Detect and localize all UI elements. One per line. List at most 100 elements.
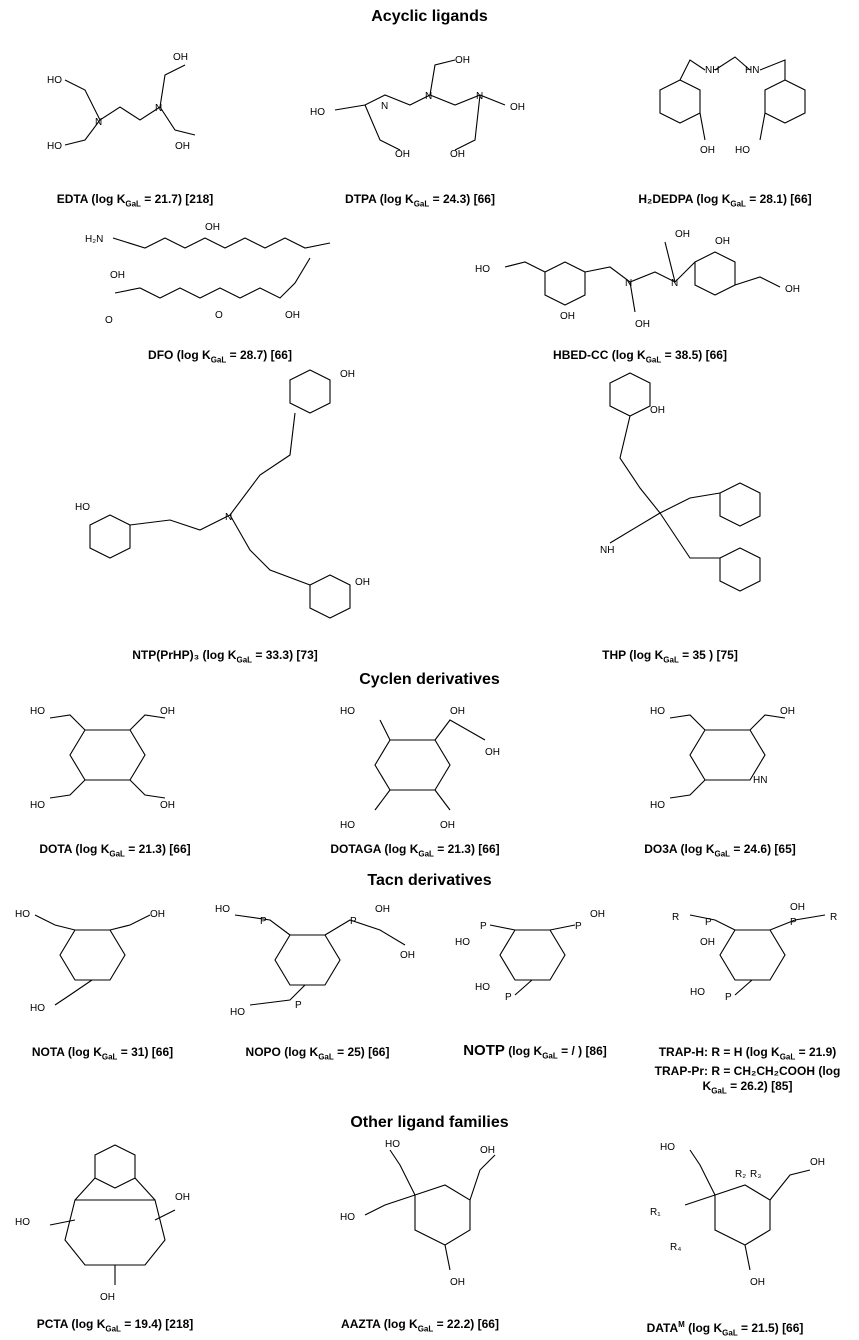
svg-text:R₁: R₁ [650, 1207, 661, 1218]
svg-text:OH: OH [205, 222, 220, 233]
svg-text:OH: OH [635, 319, 650, 330]
caption-notp: NOTP (log KGaL = / ) [86] [463, 1042, 607, 1061]
svg-text:OH: OH [700, 145, 715, 156]
svg-text:OH: OH [785, 284, 800, 295]
svg-text:OH: OH [173, 52, 188, 63]
caption-h2dedpa: H₂DEDPA (log KGaL = 28.1) [66] [638, 192, 812, 209]
caption-dotaga: DOTAGA (log KGaL = 21.3) [66] [330, 842, 500, 859]
svg-text:HO: HO [15, 909, 30, 920]
svg-text:NH: NH [705, 65, 719, 76]
svg-text:OH: OH [160, 800, 175, 811]
svg-text:HO: HO [340, 1212, 355, 1223]
svg-text:OH: OH [510, 102, 525, 113]
svg-text:R₄: R₄ [670, 1242, 681, 1253]
svg-text:OH: OH [285, 310, 300, 321]
thp-structure: OH NH [600, 372, 761, 592]
svg-text:N: N [476, 91, 483, 102]
svg-text:OH: OH [110, 270, 125, 281]
caption-nota: NOTA (log KGaL = 31) [66] [31, 1045, 174, 1062]
svg-text:HO: HO [30, 1003, 45, 1014]
svg-text:N: N [671, 278, 678, 289]
caption-do3a: DO3A (log KGaL = 24.6) [65] [644, 842, 796, 859]
svg-text:O: O [215, 310, 223, 321]
caption-dota: DOTA (log KGaL = 21.3) [66] [39, 842, 191, 859]
svg-text:HO: HO [475, 264, 490, 275]
svg-text:R₂: R₂ [735, 1169, 746, 1180]
caption-aazta: AAZTA (log KGaL = 22.2) [66] [341, 1317, 499, 1334]
section-heading-cyclen: Cyclen derivatives [359, 671, 500, 688]
caption-trap-line3: KGaL = 26.2) [85] [702, 1079, 793, 1096]
svg-text:OH: OH [340, 369, 355, 380]
svg-text:P: P [350, 916, 357, 927]
caption-nopo: NOPO (log KGaL = 25) [66] [245, 1045, 390, 1062]
svg-text:HO: HO [47, 75, 62, 86]
svg-text:H₂N: H₂N [85, 234, 103, 245]
svg-text:OH: OH [485, 747, 500, 758]
svg-text:OH: OH [675, 229, 690, 240]
svg-text:P: P [505, 992, 512, 1003]
svg-text:HO: HO [75, 502, 90, 513]
svg-text:HO: HO [230, 1007, 245, 1018]
svg-text:HO: HO [15, 1217, 30, 1228]
svg-text:R₃: R₃ [750, 1169, 761, 1180]
nota-structure: HO OH HO [15, 909, 165, 1014]
svg-text:OH: OH [150, 909, 165, 920]
svg-text:N: N [225, 512, 232, 523]
svg-text:P: P [480, 921, 487, 932]
svg-text:OH: OH [810, 1157, 825, 1168]
svg-text:HO: HO [30, 706, 45, 717]
svg-text:OH: OH [560, 311, 575, 322]
svg-text:HO: HO [690, 987, 705, 998]
caption-thp: THP (log KGaL = 35 ) [75] [602, 648, 738, 665]
svg-text:NH: NH [600, 545, 614, 556]
svg-text:OH: OH [480, 1145, 495, 1156]
svg-text:OH: OH [375, 904, 390, 915]
svg-text:R: R [672, 912, 679, 923]
svg-text:P: P [260, 916, 267, 927]
do3a-structure: HO OH HO HN [650, 706, 795, 811]
svg-text:HO: HO [215, 904, 230, 915]
svg-text:HN: HN [745, 65, 759, 76]
caption-ntp-prhp3: NTP(PrHP)₃ (log KGaL = 33.3) [73] [132, 648, 318, 665]
svg-text:OH: OH [175, 141, 190, 152]
svg-text:N: N [625, 278, 632, 289]
svg-text:OH: OH [450, 1277, 465, 1288]
svg-text:N: N [95, 117, 102, 128]
section-heading-acyclic: Acyclic ligands [371, 8, 488, 25]
svg-text:OH: OH [590, 909, 605, 920]
svg-text:OH: OH [450, 149, 465, 160]
svg-text:OH: OH [650, 405, 665, 416]
section-heading-other: Other ligand families [350, 1114, 509, 1131]
caption-trap: TRAP-H: R = H (log KGaL = 21.9) TRAP-Pr:… [640, 1045, 855, 1099]
svg-text:N: N [425, 91, 432, 102]
caption-dfo: DFO (log KGaL = 28.7) [66] [148, 348, 292, 365]
svg-text:OH: OH [790, 902, 805, 913]
caption-dtpa: DTPA (log KGaL = 24.3) [66] [345, 192, 495, 209]
svg-text:HO: HO [47, 141, 62, 152]
svg-text:P: P [725, 992, 732, 1003]
caption-edta: EDTA (log KGaL = 21.7) [218] [56, 192, 214, 209]
svg-text:OH: OH [750, 1277, 765, 1288]
svg-text:OH: OH [395, 149, 410, 160]
svg-text:HO: HO [455, 937, 470, 948]
svg-text:R: R [830, 912, 837, 923]
svg-text:HO: HO [650, 706, 665, 717]
svg-text:HO: HO [310, 107, 325, 118]
svg-text:OH: OH [780, 706, 795, 717]
svg-text:HN: HN [753, 775, 767, 786]
caption-data-m: DATAM (log KGaL = 21.5) [66] [646, 1320, 804, 1338]
svg-text:OH: OH [450, 706, 465, 717]
svg-text:HO: HO [650, 800, 665, 811]
svg-text:HO: HO [30, 800, 45, 811]
